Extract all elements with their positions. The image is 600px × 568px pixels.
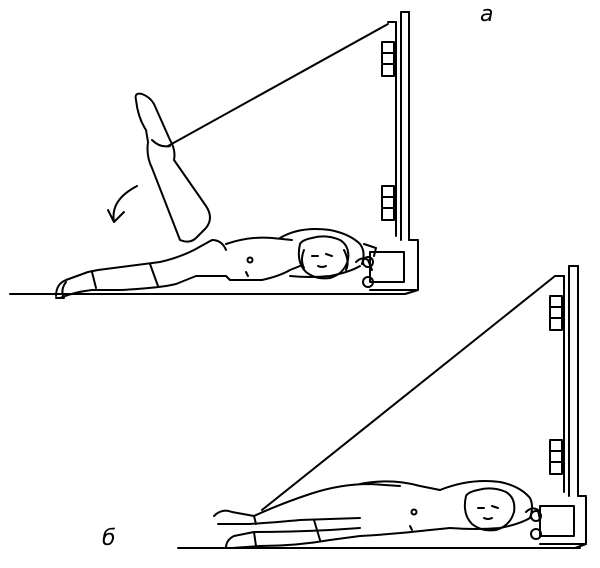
- panel-a-motion-arrow: [108, 186, 137, 222]
- panel-a-cable: [168, 24, 388, 146]
- panel-a-label: а: [480, 2, 494, 27]
- panel-a-scene: [10, 12, 418, 298]
- panel-b-cable: [262, 276, 555, 510]
- panel-b-label: б: [102, 526, 116, 551]
- panel-b-wall-bars: [531, 266, 586, 548]
- panel-b-figure: [214, 481, 540, 548]
- panel-a-wall-bars: [363, 12, 418, 294]
- panel-b-scene: [178, 266, 586, 548]
- panel-a-figure: [56, 94, 376, 298]
